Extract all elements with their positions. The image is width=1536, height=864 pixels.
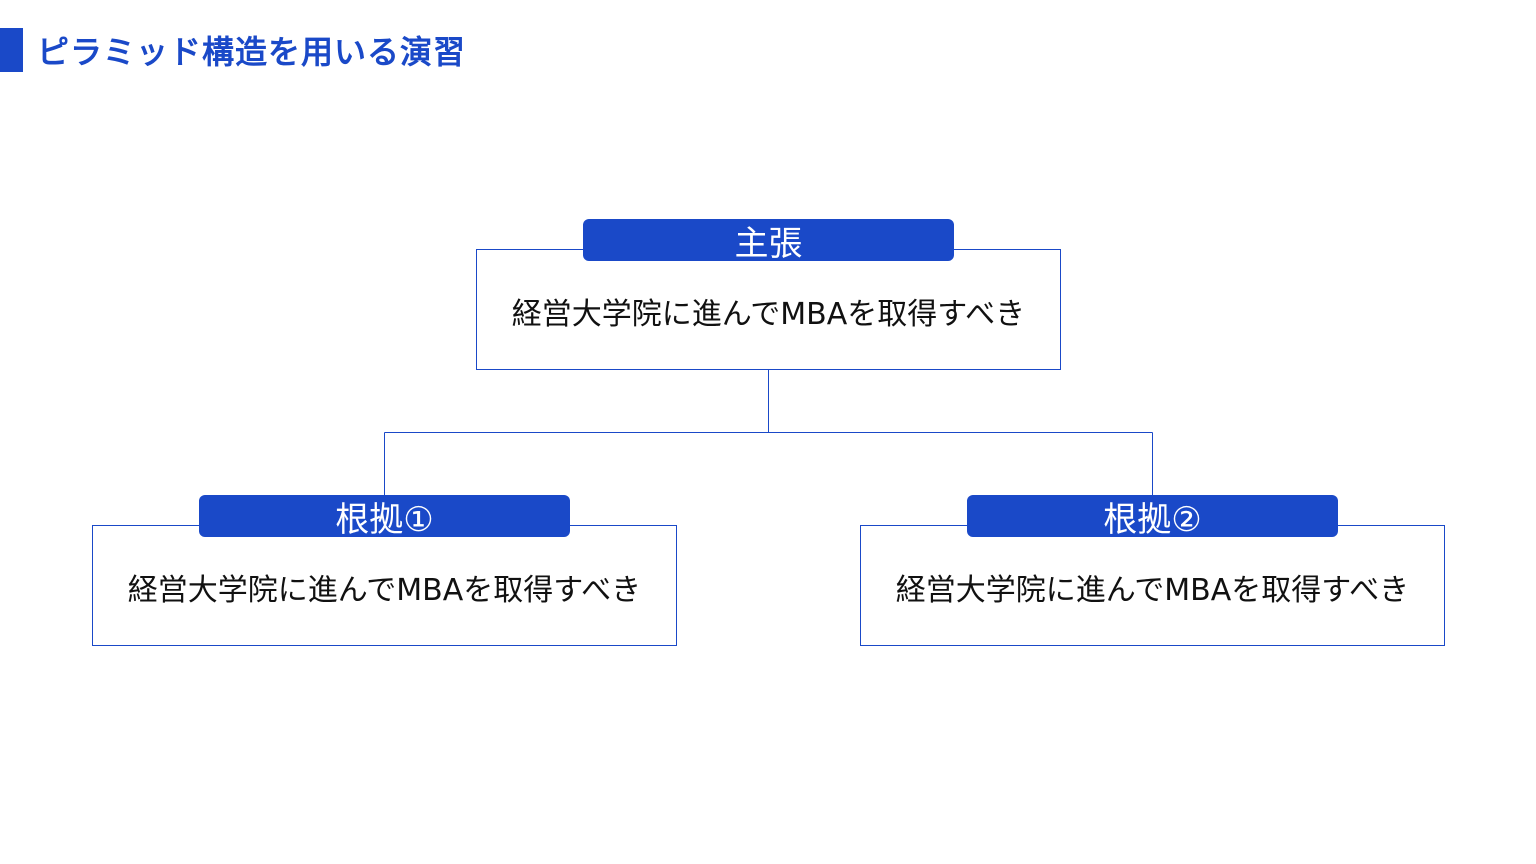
reason-1-label: 根拠①	[199, 495, 570, 540]
reason-2-text: 経営大学院に進んでMBAを取得すべき	[895, 572, 1410, 608]
page-title: ピラミッド構造を用いる演習	[37, 33, 467, 71]
reason-1-box: 経営大学院に進んでMBAを取得すべき	[92, 525, 677, 646]
reason-2-label: 根拠②	[967, 495, 1338, 540]
reason-1-text: 経営大学院に進んでMBAを取得すべき	[127, 572, 642, 608]
title-accent-bar	[0, 28, 23, 72]
claim-label: 主張	[583, 219, 954, 264]
claim-text: 経営大学院に進んでMBAを取得すべき	[511, 296, 1026, 332]
reason-2-box: 経営大学院に進んでMBAを取得すべき	[860, 525, 1445, 646]
claim-box: 経営大学院に進んでMBAを取得すべき	[476, 249, 1061, 370]
